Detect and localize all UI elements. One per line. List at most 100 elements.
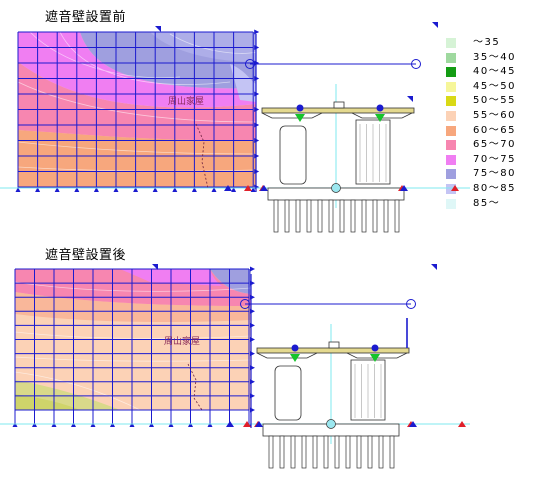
- source-marker-green: [375, 114, 385, 122]
- ground-marker-blue: [226, 421, 234, 427]
- legend-swatch: [446, 198, 456, 209]
- pile: [367, 435, 373, 469]
- receiver-arrow: [211, 187, 217, 192]
- source-marker-green: [370, 354, 380, 362]
- pier-left: [279, 125, 307, 185]
- legend-label: 80～85: [473, 182, 516, 194]
- pile: [334, 435, 340, 469]
- ground-marker-red: [243, 421, 251, 427]
- deck-slab: [261, 107, 415, 114]
- pile: [301, 435, 307, 469]
- legend-label: 70～75: [473, 153, 516, 165]
- ground-marker-red: [458, 421, 466, 427]
- pile: [306, 199, 312, 233]
- source-marker-blue: [371, 344, 379, 352]
- pile: [383, 199, 389, 233]
- corner-arrow: [407, 96, 413, 102]
- grid-edge-arrow: [254, 45, 260, 50]
- grid-edge-arrow: [250, 266, 255, 272]
- calc-grid-before: [15, 29, 260, 192]
- diagram-after: 周山家屋: [0, 264, 470, 469]
- grid-edge-arrow: [254, 107, 260, 112]
- pile: [279, 435, 285, 469]
- receiver-arrow: [250, 187, 256, 192]
- ground-marker-red: [244, 185, 252, 191]
- legend-swatch: [446, 96, 456, 107]
- receiver-arrow: [133, 187, 139, 192]
- grid-edge-arrow: [254, 91, 260, 97]
- diagram-before: 周山家屋: [0, 22, 470, 233]
- legend-label: ～35: [473, 37, 501, 48]
- house-label-after: 周山家屋: [164, 335, 200, 347]
- girder-left: [256, 352, 318, 359]
- receiver-arrow: [54, 187, 60, 192]
- corner-arrow: [431, 264, 437, 270]
- grid-edge-arrow: [254, 76, 260, 81]
- pile: [295, 199, 301, 233]
- legend-label: 40～45: [473, 66, 516, 78]
- pile: [389, 435, 395, 469]
- ground-marker-blue: [400, 185, 408, 191]
- ground-marker-blue: [409, 421, 417, 427]
- legend-label: 75～80: [473, 168, 516, 180]
- pile: [339, 199, 345, 233]
- source-marker-blue: [296, 104, 304, 112]
- receiver-arrow: [191, 187, 197, 192]
- source-marker-blue: [291, 344, 299, 352]
- pile: [268, 435, 274, 469]
- deck-box: [328, 341, 340, 349]
- legend-swatch: [446, 52, 456, 63]
- pile: [372, 199, 378, 233]
- pile: [312, 435, 318, 469]
- receiver-arrow: [93, 187, 99, 192]
- receiver-arrow: [15, 187, 21, 192]
- legend-swatch: [446, 81, 456, 92]
- source-marker-green: [290, 354, 300, 362]
- grid-edge-arrow: [254, 122, 260, 128]
- pile: [345, 435, 351, 469]
- source-marker-blue: [376, 104, 384, 112]
- pile: [328, 199, 334, 233]
- receiver-arrow: [172, 187, 178, 192]
- pile: [350, 199, 356, 233]
- house-outline: [195, 123, 209, 189]
- source-marker-green: [295, 114, 305, 122]
- pile: [361, 199, 367, 233]
- receiver-arrow: [35, 187, 41, 192]
- source-point-left: [245, 59, 255, 69]
- house-outline: [187, 363, 203, 411]
- deck-box: [333, 101, 345, 109]
- pile: [378, 435, 384, 469]
- grid-edge-arrow: [254, 184, 260, 190]
- legend-label: 50～55: [473, 95, 516, 107]
- legend-swatch: [446, 154, 456, 165]
- title-before: 遮音壁設置前: [45, 10, 127, 25]
- pile: [273, 199, 279, 233]
- deck-slab: [256, 347, 410, 354]
- grid-edge-arrow: [254, 29, 260, 35]
- ground-marker-blue: [224, 185, 232, 191]
- legend-swatch: [446, 183, 456, 194]
- receiver-arrow: [113, 187, 119, 192]
- calc-grid-after: [12, 266, 255, 427]
- viaduct-section-before: [0, 22, 470, 233]
- pier-left: [274, 365, 302, 421]
- pile: [317, 199, 323, 233]
- ground-marker-blue: [255, 421, 263, 427]
- legend-swatch: [446, 110, 456, 121]
- grid-edge-arrow: [254, 153, 260, 159]
- source-point-right: [411, 59, 421, 69]
- pile: [284, 199, 290, 233]
- legend-label: 55～60: [473, 109, 516, 121]
- ground-marker-red: [451, 185, 459, 191]
- corner-arrow: [432, 22, 438, 28]
- house-label-before: 周山家屋: [168, 95, 204, 107]
- center-marker: [331, 183, 341, 193]
- receiver-arrow: [231, 187, 237, 192]
- legend-label: 45～50: [473, 80, 516, 92]
- receiver-arrow: [152, 187, 158, 192]
- legend-swatch: [446, 38, 456, 48]
- legend-swatch: [446, 67, 456, 78]
- grid-edge-arrow: [254, 60, 260, 66]
- legend-label: 35～40: [473, 51, 516, 63]
